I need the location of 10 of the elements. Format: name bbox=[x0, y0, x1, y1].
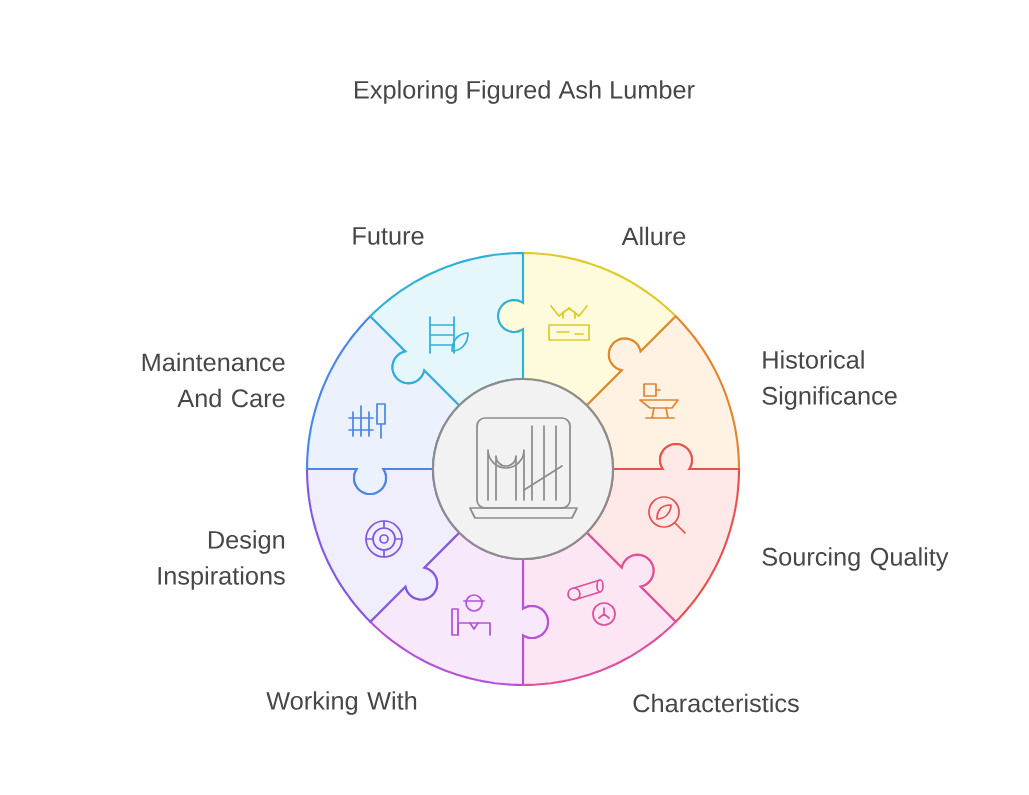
segment-label: Maintenance And Care bbox=[142, 352, 285, 408]
segment-label: Characteristics bbox=[633, 693, 799, 713]
segment-label: Future bbox=[353, 227, 424, 245]
segment-label: Allure bbox=[621, 226, 686, 246]
center-circle bbox=[431, 377, 615, 561]
segment-label: Design Inspirations bbox=[158, 530, 285, 590]
segment-label: Sourcing Quality bbox=[762, 547, 949, 571]
segment-label: Working With bbox=[266, 691, 417, 715]
segment-label: Historical Significance bbox=[762, 350, 897, 410]
title: Exploring Figured Ash Lumber bbox=[355, 80, 695, 104]
